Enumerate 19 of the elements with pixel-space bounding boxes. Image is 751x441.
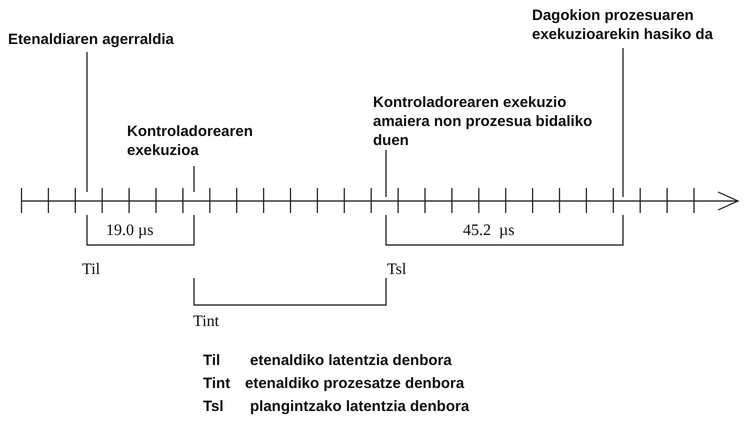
interval-label: Tsl [387,261,406,279]
leader-line [193,166,195,192]
leader-line [86,52,88,192]
leader-line [385,150,387,197]
definition: plangintzako latentzia denbora [250,398,470,415]
event-label: Dagokion prozesuaren exekuzioarekin hasiko da [532,6,747,44]
duration-label: 19.0 µs [106,222,154,240]
event-label: Kontroladorearen exekuzioa [127,122,257,160]
duration-label: 45.2 µs [463,222,514,240]
interval-label: Til [82,261,100,279]
abbreviation: Tint [203,375,230,392]
definition: etenaldiko prozesatze denbora [245,375,464,392]
event-label: Etenaldiaren agerraldia [8,30,248,49]
interval-label: Tint [193,313,220,331]
event-label: Kontroladorearen exekuzio amaiera non prozesua bidaliko duen [373,93,593,150]
definition: etenaldiko latentzia denbora [250,352,452,369]
abbreviation: Til [203,352,220,369]
abbreviation: Tsl [203,398,224,415]
leader-line [622,48,624,197]
